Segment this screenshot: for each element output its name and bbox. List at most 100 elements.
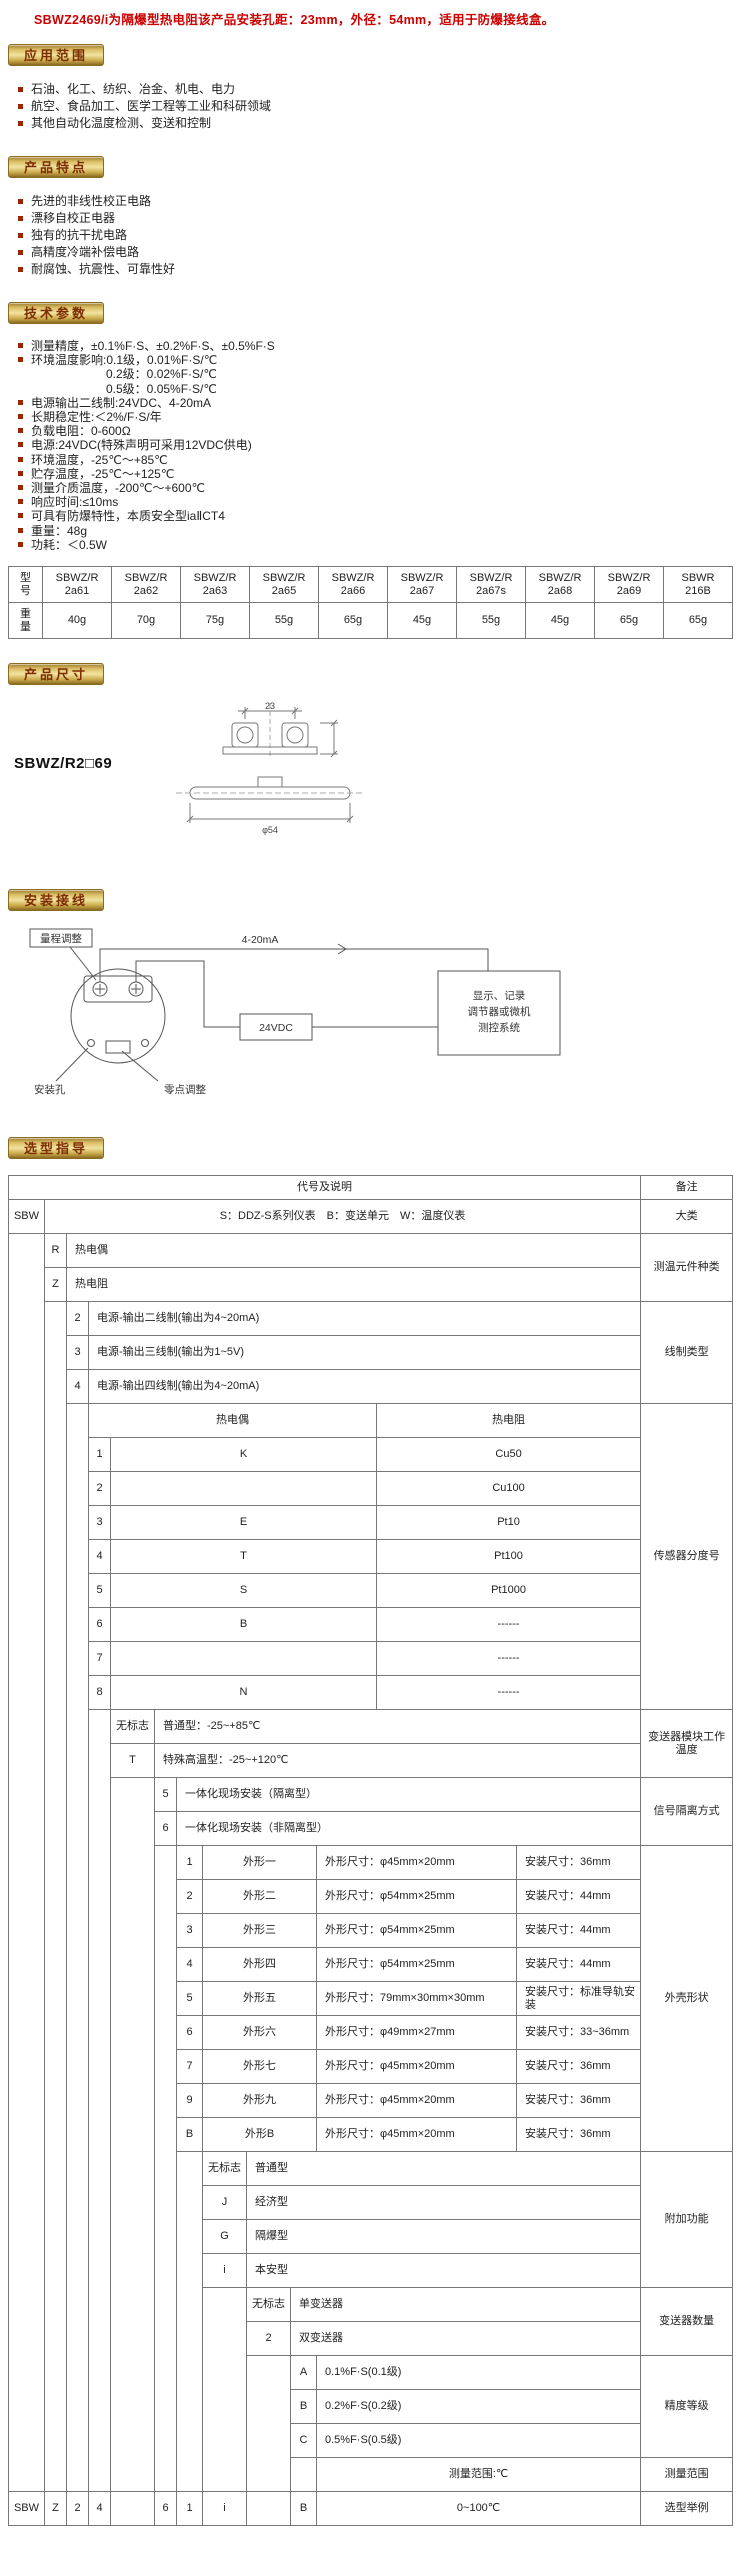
table-cell: SBWZ/R 2a61: [42, 566, 112, 604]
table-cell: [246, 2355, 291, 2493]
table-cell: SBWZ/R 2a67s: [456, 566, 526, 604]
list-item-text: 先进的非线性校正电路: [31, 194, 152, 208]
table-cell: 经济型: [245, 2185, 642, 2221]
list-item-text: 重量：48g: [31, 523, 88, 538]
table-cell: 外形四: [202, 1947, 317, 1983]
dimension-drawing-area: SBWZ/R2□69: [0, 693, 740, 865]
table-cell: 外形六: [202, 2015, 317, 2051]
table-cell: 重 量: [8, 602, 43, 640]
list-item-text: 可具有防爆特性，本质安全型iaⅡCT4: [31, 509, 225, 524]
table-cell: 外形尺寸：φ45mm×20mm: [316, 2083, 517, 2119]
list-item-text: 环境温度影响:0.1级，0.01%F·S/℃: [31, 353, 218, 368]
list-item-text: 电源输出二线制:24VDC、4-20mA: [31, 395, 212, 410]
table-cell: C: [290, 2423, 317, 2459]
dimension-drawing: 23 φ54: [176, 701, 364, 835]
table-cell: 3: [66, 1335, 89, 1371]
table-cell: 外形尺寸：φ54mm×25mm: [316, 1947, 517, 1983]
table-cell: S: [110, 1573, 377, 1609]
table-cell: 型 号: [8, 566, 43, 604]
table-cell: 2: [66, 1301, 89, 1337]
bullet-icon: [18, 470, 23, 476]
table-cell: 电源-输出四线制(输出为4~20mA): [87, 1369, 642, 1405]
page-title-note: SBWZ2469/i为隔爆型热电阻该产品安装孔距：23mm，外径：54mm，适用…: [34, 13, 555, 27]
bullet-icon: [18, 104, 23, 109]
table-cell: 一体化现场安装（非隔离型）: [175, 1811, 642, 1847]
table-cell: 普通型: [245, 2151, 642, 2187]
table-cell: 电源-输出二线制(输出为4~20mA): [87, 1301, 642, 1337]
list-item: 环境温度，-25℃～+85℃: [18, 453, 740, 467]
bullet-icon: [18, 343, 23, 348]
table-cell: SBW: [8, 2491, 45, 2527]
list-item-text: 贮存温度，-25℃～+125℃: [31, 466, 175, 481]
model-code: SBWZ/R2□69: [14, 755, 113, 773]
table-cell: 4: [176, 1947, 203, 1983]
table-cell: 4: [88, 1539, 111, 1575]
table-cell: 安装尺寸：36mm: [515, 2117, 642, 2153]
hole-distance-dim: 23: [265, 701, 275, 711]
table-cell: [202, 2287, 247, 2493]
table-cell: 安装尺寸：36mm: [515, 2083, 642, 2119]
bullet-icon: [18, 541, 23, 547]
mount-hole-label: 安装孔: [34, 1083, 66, 1096]
table-cell: B: [110, 1607, 377, 1643]
table-cell: 测温元件种类: [640, 1233, 734, 1303]
table-cell: 特殊高温型：-25~+120℃: [153, 1743, 642, 1779]
list-item: 其他自动化温度检测、变送和控制: [18, 115, 740, 132]
section-header-features: 产品特点: [8, 156, 104, 178]
table-cell: 7: [176, 2049, 203, 2085]
table-cell: 外形尺寸：φ54mm×25mm: [316, 1879, 517, 1915]
table-cell: ------: [375, 1607, 642, 1643]
bullet-icon: [18, 233, 23, 238]
table-cell: 本安型: [245, 2253, 642, 2289]
table-cell: 外形尺寸：φ49mm×27mm: [316, 2015, 517, 2051]
wiring-diagram-lines: [29, 928, 561, 1082]
table-cell: 2: [176, 1879, 203, 1915]
table-cell: [110, 1641, 377, 1677]
bullet-icon: [18, 527, 23, 533]
bullet-icon: [18, 267, 23, 272]
table-cell: 5: [88, 1573, 111, 1609]
table-cell: Z: [44, 1267, 67, 1303]
table-cell: B: [176, 2117, 203, 2153]
table-cell: 6: [88, 1607, 111, 1643]
power-supply-label: 24VDC: [259, 1022, 293, 1034]
table-cell: 外形B: [202, 2117, 317, 2153]
table-cell: 外形七: [202, 2049, 317, 2085]
table-cell: ------: [375, 1641, 642, 1677]
list-item: 负载电阻：0-600Ω: [18, 424, 740, 438]
bullet-icon: [18, 513, 23, 519]
table-cell: 外形尺寸：φ45mm×20mm: [316, 2049, 517, 2085]
table-cell: 65g: [594, 602, 664, 640]
table-cell: S：DDZ-S系列仪表 B：变送单元 W：温度仪表: [43, 1199, 642, 1235]
table-cell: 5: [176, 1981, 203, 2017]
table-cell: [44, 1301, 67, 2493]
bullet-icon: [18, 357, 23, 363]
application-list: 石油、化工、纺织、冶金、机电、电力航空、食品加工、医学工程等工业和科研领域其他自…: [18, 81, 740, 132]
list-item: 0.2级：0.02%F·S/℃: [18, 367, 740, 381]
table-cell: 外形尺寸：φ45mm×20mm: [316, 2117, 517, 2153]
table-cell: [246, 2491, 291, 2527]
table-cell: 外形尺寸：φ54mm×25mm: [316, 1913, 517, 1949]
list-item: 耐腐蚀、抗震性、可靠性好: [18, 261, 740, 278]
table-cell: 5: [154, 1777, 177, 1813]
table-cell: 3: [88, 1505, 111, 1541]
list-item-text: 0.5级：0.05%F·S/℃: [106, 381, 217, 396]
list-item-text: 航空、食品加工、医学工程等工业和科研领域: [31, 99, 272, 113]
list-item-text: 测量精度，±0.1%F·S、±0.2%F·S、±0.5%F·S: [31, 339, 275, 353]
section-header-tech-params: 技术参数: [8, 302, 104, 324]
table-cell: 55g: [249, 602, 319, 640]
table-cell: 9: [176, 2083, 203, 2119]
table-cell: 变送器数量: [640, 2287, 734, 2357]
table-cell: SBWR 216B: [663, 566, 733, 604]
table-cell: 8: [88, 1675, 111, 1711]
list-item-text: 石油、化工、纺织、冶金、机电、电力: [31, 82, 236, 96]
section-header-wiring: 安装接线: [8, 889, 104, 912]
table-cell: [110, 1777, 155, 2493]
current-loop-label: 4-20mA: [242, 934, 279, 946]
table-cell: 安装尺寸：44mm: [515, 1913, 642, 1949]
table-cell: SBWZ/R 2a63: [180, 566, 250, 604]
table-cell: 7: [88, 1641, 111, 1677]
table-cell: 备注: [640, 1175, 734, 1201]
bullet-icon: [18, 399, 23, 405]
